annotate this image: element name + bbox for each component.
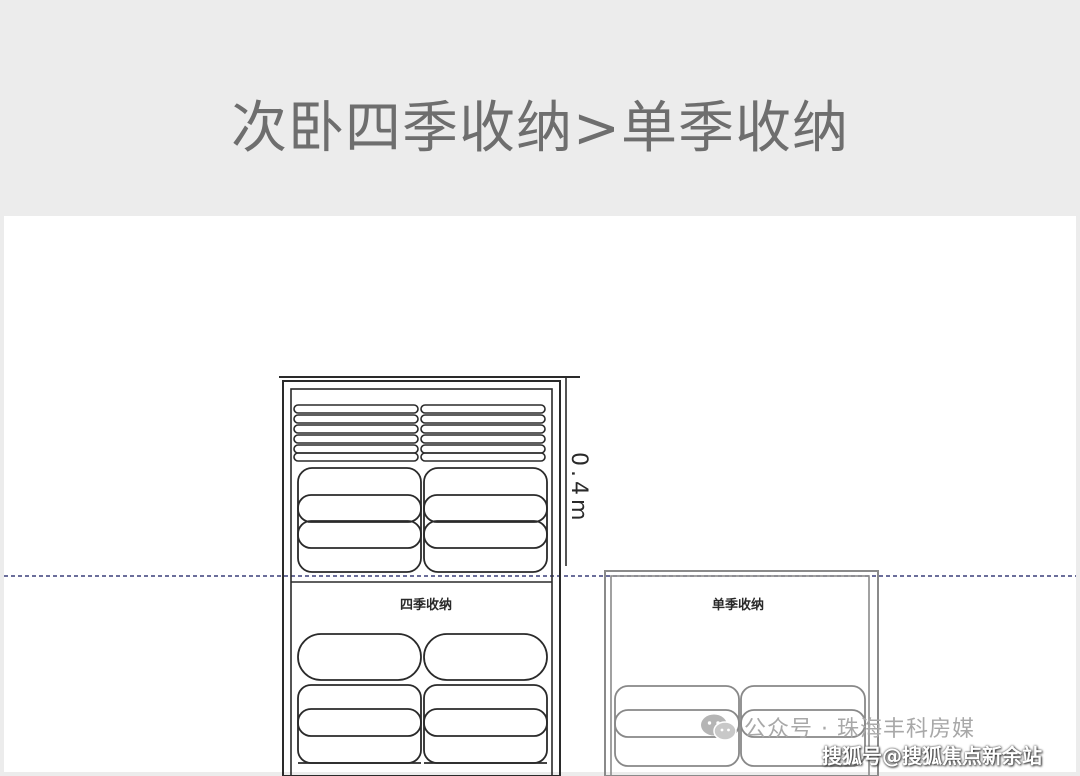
upper-bundles: [297, 467, 548, 573]
right-cabinet: [604, 570, 879, 776]
lower-bundles: [297, 633, 548, 764]
watermark-sohu: 搜狐号@搜狐焦点新余站: [822, 744, 1042, 768]
diagram-frame: [0, 210, 1080, 776]
left-cabinet: [279, 376, 580, 776]
watermark-official-account: 公众号 · 珠海丰科房媒: [744, 717, 975, 742]
right-bundles: [614, 685, 866, 767]
left-cabinet-label: 四季收纳: [400, 597, 452, 613]
header-banner: 次卧四季收纳>单季收纳: [0, 0, 1080, 210]
folded-shirts-stack: [293, 404, 546, 462]
dimension-label: 0.4m: [566, 452, 591, 524]
page-title: 次卧四季收纳>单季收纳: [231, 95, 849, 161]
right-cabinet-label: 单季收纳: [712, 597, 764, 613]
wechat-icon: [701, 714, 737, 741]
